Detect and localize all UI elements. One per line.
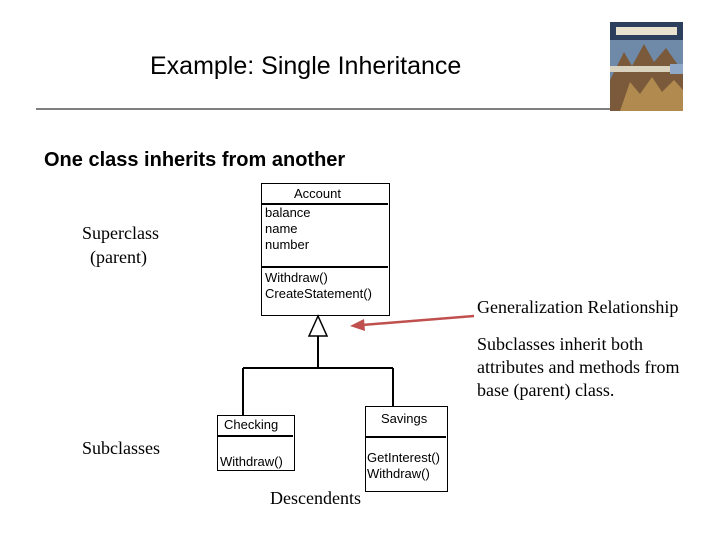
checking-name-divider xyxy=(218,435,293,437)
account-attribute-divider xyxy=(262,266,388,268)
checking-class-name: Checking xyxy=(224,417,279,432)
savings-class-box: Savings GetInterest() Withdraw() xyxy=(365,406,448,492)
savings-class-name: Savings xyxy=(381,411,428,426)
account-attribute: balance xyxy=(265,205,311,220)
arrowhead xyxy=(350,319,365,331)
account-attribute: name xyxy=(265,221,298,236)
book-cover-art xyxy=(610,22,683,111)
savings-method: Withdraw() xyxy=(367,466,430,481)
explanation-line: attributes and methods from xyxy=(477,357,680,377)
checking-method: Withdraw() xyxy=(220,454,283,469)
explanation-line: Subclasses inherit both xyxy=(477,334,643,354)
superclass-label: Superclass xyxy=(82,223,159,243)
parent-label: (parent) xyxy=(90,247,147,267)
explanation-line: base (parent) class. xyxy=(477,380,615,400)
account-method: CreateStatement() xyxy=(265,286,372,301)
account-attribute: number xyxy=(265,237,310,252)
account-method: Withdraw() xyxy=(265,270,328,285)
generalization-pointer-arrow xyxy=(361,314,475,327)
book-cover-image xyxy=(610,22,683,111)
slide-subtitle: One class inherits from another xyxy=(44,149,346,171)
account-class-name: Account xyxy=(294,186,341,201)
generalization-label: Generalization Relationship xyxy=(477,297,679,317)
subclasses-label: Subclasses xyxy=(82,438,160,458)
savings-method: GetInterest() xyxy=(367,450,440,465)
title-divider xyxy=(36,108,632,110)
slide-title: Example: Single Inheritance xyxy=(150,52,462,80)
inheritance-triangle xyxy=(307,314,329,337)
account-class-box: Account balance name number Withdraw() C… xyxy=(261,183,390,316)
descendents-label: Descendents xyxy=(270,488,361,508)
savings-name-divider xyxy=(366,436,446,438)
account-name-divider xyxy=(262,203,388,205)
checking-class-box: Checking Withdraw() xyxy=(217,415,295,471)
